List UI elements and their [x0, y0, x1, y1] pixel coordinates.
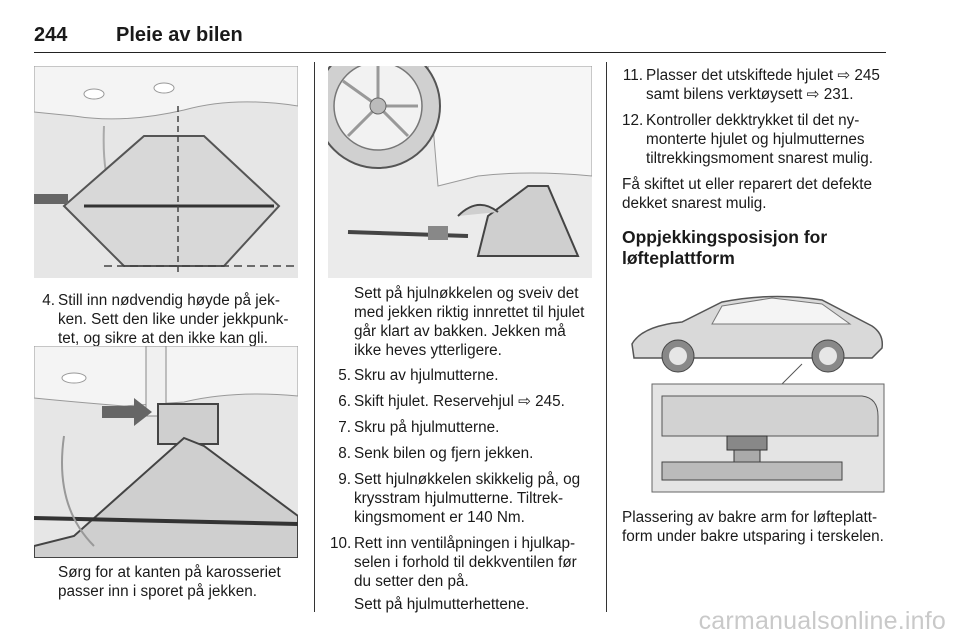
step-text: Skift hjulet. Reservehjul ⇨ 245.: [354, 393, 565, 410]
step-12: 12. Kontroller dekktrykket til det ny­mo…: [622, 111, 888, 168]
page-number: 244: [34, 24, 68, 46]
step-6: 6. Skift hjulet. Reservehjul ⇨ 245.: [330, 392, 594, 411]
step-number: 11.: [622, 67, 643, 84]
step-11: 11. Plasser det utskiftede hjulet ⇨ 245 …: [622, 66, 888, 104]
figure-jack-under-sill: [34, 66, 298, 278]
intro-paragraph: Sett på hjulnøkkelen og sveiv det med je…: [354, 285, 585, 359]
step-number: 7.: [338, 419, 351, 436]
step-10-extra: Sett på hjulmutterhettene.: [354, 596, 530, 613]
step-text: Skru av hjulmutterne.: [354, 367, 499, 384]
chapter-title: Pleie av bilen: [116, 24, 243, 46]
step-9: 9. Sett hjulnøkkelen skikkelig på, og kr…: [330, 470, 594, 527]
step-8: 8. Senk bilen og fjern jekken.: [330, 444, 594, 463]
column-3-caption: Plassering av bakre arm for løfteplatt­f…: [622, 508, 888, 546]
step-number: 4.: [42, 292, 55, 309]
step-text: Skru på hjulmutterne.: [354, 419, 500, 436]
step-text: Kontroller dekktrykket til det ny­monter…: [646, 112, 873, 167]
step-7: 7. Skru på hjulmutterne.: [330, 418, 594, 437]
step-text: Senk bilen og fjern jekken.: [354, 445, 534, 462]
step-text: Sett hjulnøkkelen skikkelig på, og kryss…: [354, 471, 581, 526]
column-3-text: 11. Plasser det utskiftede hjulet ⇨ 245 …: [622, 66, 888, 269]
step-10: 10. Rett inn ventilåpningen i hjulkap­se…: [330, 534, 594, 591]
watermark: carmanualsonline.info: [698, 607, 946, 635]
figure-wheel-wrench-jack: [328, 66, 592, 278]
page-header: 244 Pleie av bilen: [34, 22, 886, 53]
figure-jack-notch-detail: [34, 346, 298, 558]
figure-caption: Sørg for at kanten på karosseriet passer…: [58, 564, 281, 600]
figure-lift-platform-car: [622, 286, 886, 496]
figure-caption: Plassering av bakre arm for løfteplatt­f…: [622, 509, 884, 545]
step-number: 9.: [338, 471, 351, 488]
step-number: 12.: [622, 112, 644, 129]
step-number: 5.: [338, 367, 351, 384]
column-divider-2: [606, 62, 607, 612]
step-number: 6.: [338, 393, 351, 410]
column-2-text: Sett på hjulnøkkelen og sveiv det med je…: [330, 284, 594, 620]
step-number: 10.: [330, 535, 352, 552]
step-number: 8.: [338, 445, 351, 462]
step-5: 5. Skru av hjulmutterne.: [330, 366, 594, 385]
note-paragraph: Få skiftet ut eller reparert det defekte…: [622, 176, 872, 212]
column-divider-1: [314, 62, 315, 612]
step-text: Rett inn ventilåpningen i hjulkap­selen …: [354, 535, 577, 590]
step-4: 4. Still inn nødvendig høyde på jek­ken.…: [34, 291, 300, 348]
column-1-text: 4. Still inn nødvendig høyde på jek­ken.…: [34, 291, 300, 355]
section-heading: Oppjekkingsposisjon for løfteplattform: [622, 227, 828, 268]
step-text: Plasser det utskiftede hjulet ⇨ 245 samt…: [646, 67, 880, 103]
step-text: Still inn nødvendig høyde på jek­ken. Se…: [58, 292, 289, 347]
column-1-caption: Sørg for at kanten på karosseriet passer…: [58, 563, 302, 601]
